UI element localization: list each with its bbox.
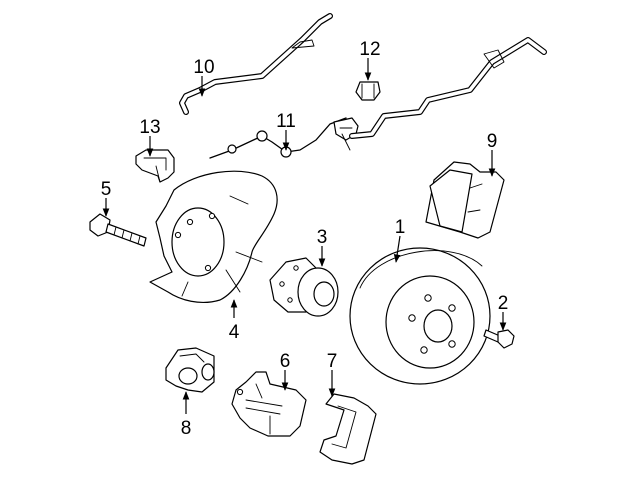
bolt-2	[483, 329, 515, 349]
callout-leaders	[102, 58, 507, 414]
sensor-13	[135, 149, 175, 183]
callout-labels: 1 2 3 4 5 6 7 8 9 10 11 12 13	[101, 39, 509, 439]
wheel-cylinder	[165, 347, 215, 393]
callout-3: 3	[317, 227, 328, 248]
clip-12	[355, 81, 381, 101]
callout-1: 1	[395, 217, 406, 238]
callout-4: 4	[229, 322, 240, 343]
callout-10: 10	[193, 57, 214, 78]
brake-pads	[425, 161, 505, 239]
callout-13: 13	[139, 117, 160, 138]
backing-plate	[149, 170, 278, 304]
leader-1	[393, 235, 401, 263]
callout-9: 9	[487, 131, 498, 152]
callout-11: 11	[276, 111, 296, 132]
caliper-bracket	[319, 393, 377, 465]
callout-6: 6	[280, 351, 291, 372]
callout-8: 8	[181, 418, 192, 439]
brake-rotor	[349, 247, 491, 385]
callout-5: 5	[101, 179, 112, 200]
brake-line-upper	[179, 13, 333, 115]
hub-assembly	[269, 257, 339, 317]
caliper	[231, 371, 307, 437]
callout-12: 12	[359, 39, 380, 60]
bolt-5	[89, 213, 147, 247]
callout-7: 7	[327, 351, 338, 372]
brake-line-rear	[349, 37, 547, 139]
callout-2: 2	[498, 293, 509, 314]
